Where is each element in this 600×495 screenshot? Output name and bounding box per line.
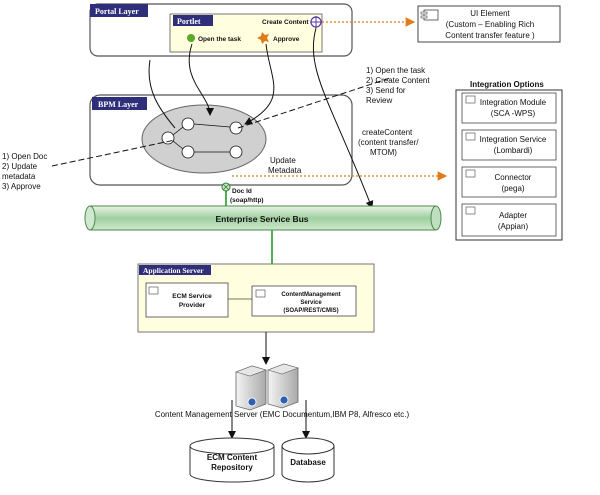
portal-layer-title: Portal Layer [95, 7, 139, 16]
process-node [181, 145, 195, 159]
database-label: Database [290, 458, 326, 467]
application-server: Application Server ECM Service Provider … [137, 263, 375, 333]
integration-options-title: Integration Options [470, 80, 544, 89]
integration-item-adapter: Adapter (Appian) [461, 203, 557, 237]
create-content-l3: MTOM) [370, 148, 397, 157]
component-icon [465, 169, 476, 178]
open-task-arrow [188, 43, 214, 116]
integration-options: Integration Options Integration Module (… [455, 80, 563, 241]
doc-id-icon [221, 182, 231, 192]
ecm-content-repository: ECM Content Repository [189, 437, 275, 483]
app-server-title: Application Server [143, 266, 204, 275]
repository-line2: Repository [211, 463, 253, 472]
left-steps: 1) Open Doc 2) Update metadata 3) Approv… [2, 152, 47, 191]
bpm-layer: BPM Layer Update Metadata [89, 94, 353, 186]
component-icon [465, 95, 476, 104]
create-content-arrow [312, 27, 374, 209]
portal-to-bpm-curve [148, 59, 176, 129]
process-node [161, 131, 175, 145]
task-steps: 1) Open the task 2) Create Content 3) Se… [366, 66, 430, 105]
enterprise-service-bus: Enterprise Service Bus [84, 205, 442, 231]
task-step-1: 1) Open the task [366, 66, 426, 75]
create-content-l1: createContent [362, 128, 413, 137]
integration-item-line1: Connector [495, 173, 532, 182]
portal-layer-title-bg [90, 4, 148, 17]
integration-item-connector: Connector (pega) [461, 166, 557, 198]
cms-service-line3: (SOAP/REST/CMIS) [283, 308, 338, 314]
cms-service-line2: Service [300, 300, 322, 306]
portal-layer: Portal Layer Portlet Open the task Appro… [89, 3, 353, 57]
component-icon [465, 206, 476, 215]
content-management-service: ContentManagement Service (SOAP/REST/CMI… [251, 285, 357, 317]
update-metadata-label1: Update [270, 156, 296, 165]
database: Database [281, 437, 335, 483]
integration-item-line1: Integration Service [480, 135, 547, 144]
integration-item-line2: (SCA -WPS) [491, 109, 536, 118]
integration-item-service: Integration Service (Lombardi) [461, 129, 557, 161]
integration-item-module: Integration Module (SCA -WPS) [461, 92, 557, 124]
app-server-title-bg [139, 265, 211, 275]
task-step-4: Review [366, 96, 392, 105]
process-node [229, 121, 243, 135]
ui-element-title: UI Element [470, 9, 510, 18]
create-content-l2: (content transfer/ [358, 138, 419, 147]
integration-item-line1: Adapter [499, 211, 527, 220]
ui-element-line2: Content transfer feature ) [445, 31, 535, 40]
ecm-service-provider: ECM Service Provider [145, 282, 229, 318]
cms-label: Content Management Server (EMC Documentu… [155, 410, 410, 419]
approve-label: Approve [273, 36, 300, 43]
ecm-provider-line1: ECM Service [172, 293, 212, 300]
doc-id-label1: Doc Id [232, 188, 252, 195]
bpm-layer-title-bg [92, 97, 147, 110]
server-icon [235, 363, 299, 411]
integration-item-line2: (Appian) [498, 222, 529, 231]
integration-item-line1: Integration Module [480, 98, 547, 107]
component-icon [465, 132, 476, 141]
open-task-icon [187, 34, 195, 42]
process-ellipse [141, 104, 267, 174]
left-step-2: 2) Update [2, 162, 38, 171]
ui-element-line1: (Custom – Enabling Rich [446, 20, 534, 29]
create-content-transfer-label: createContent (content transfer/ MTOM) [358, 128, 419, 157]
approve-arrow [244, 43, 275, 125]
approve-icon [257, 32, 269, 44]
ui-element-box: UI Element (Custom – Enabling Rich Conte… [417, 5, 561, 43]
component-icon [255, 289, 266, 298]
update-metadata-label2: Metadata [268, 166, 302, 175]
portlet-title: Portlet [177, 17, 201, 26]
process-node [229, 145, 243, 159]
task-step-3: 3) Send for [366, 86, 406, 95]
left-step-1: 1) Open Doc [2, 152, 47, 161]
create-content-icon [310, 16, 322, 28]
integration-item-line2: (pega) [501, 184, 524, 193]
cms-service-line1: ContentManagement [281, 292, 340, 298]
process-node [181, 117, 195, 131]
doc-id-label2: (soap/http) [230, 197, 264, 204]
portlet-title-bg [173, 15, 213, 26]
component-icon [423, 9, 439, 21]
create-content-label: Create Content [262, 19, 309, 26]
repository-line1: ECM Content [207, 453, 258, 462]
integration-item-line2: (Lombardi) [494, 146, 533, 155]
esb-label: Enterprise Service Bus [215, 214, 308, 224]
open-task-label: Open the task [198, 36, 241, 43]
bpm-layer-title: BPM Layer [98, 100, 139, 109]
left-user-dashed-line [51, 139, 176, 167]
component-icon [148, 286, 159, 295]
task-step-2: 2) Create Content [366, 76, 430, 85]
left-step-3: metadata [2, 172, 36, 181]
ecm-provider-line2: Provider [179, 302, 206, 309]
left-step-4: 3) Approve [2, 182, 41, 191]
